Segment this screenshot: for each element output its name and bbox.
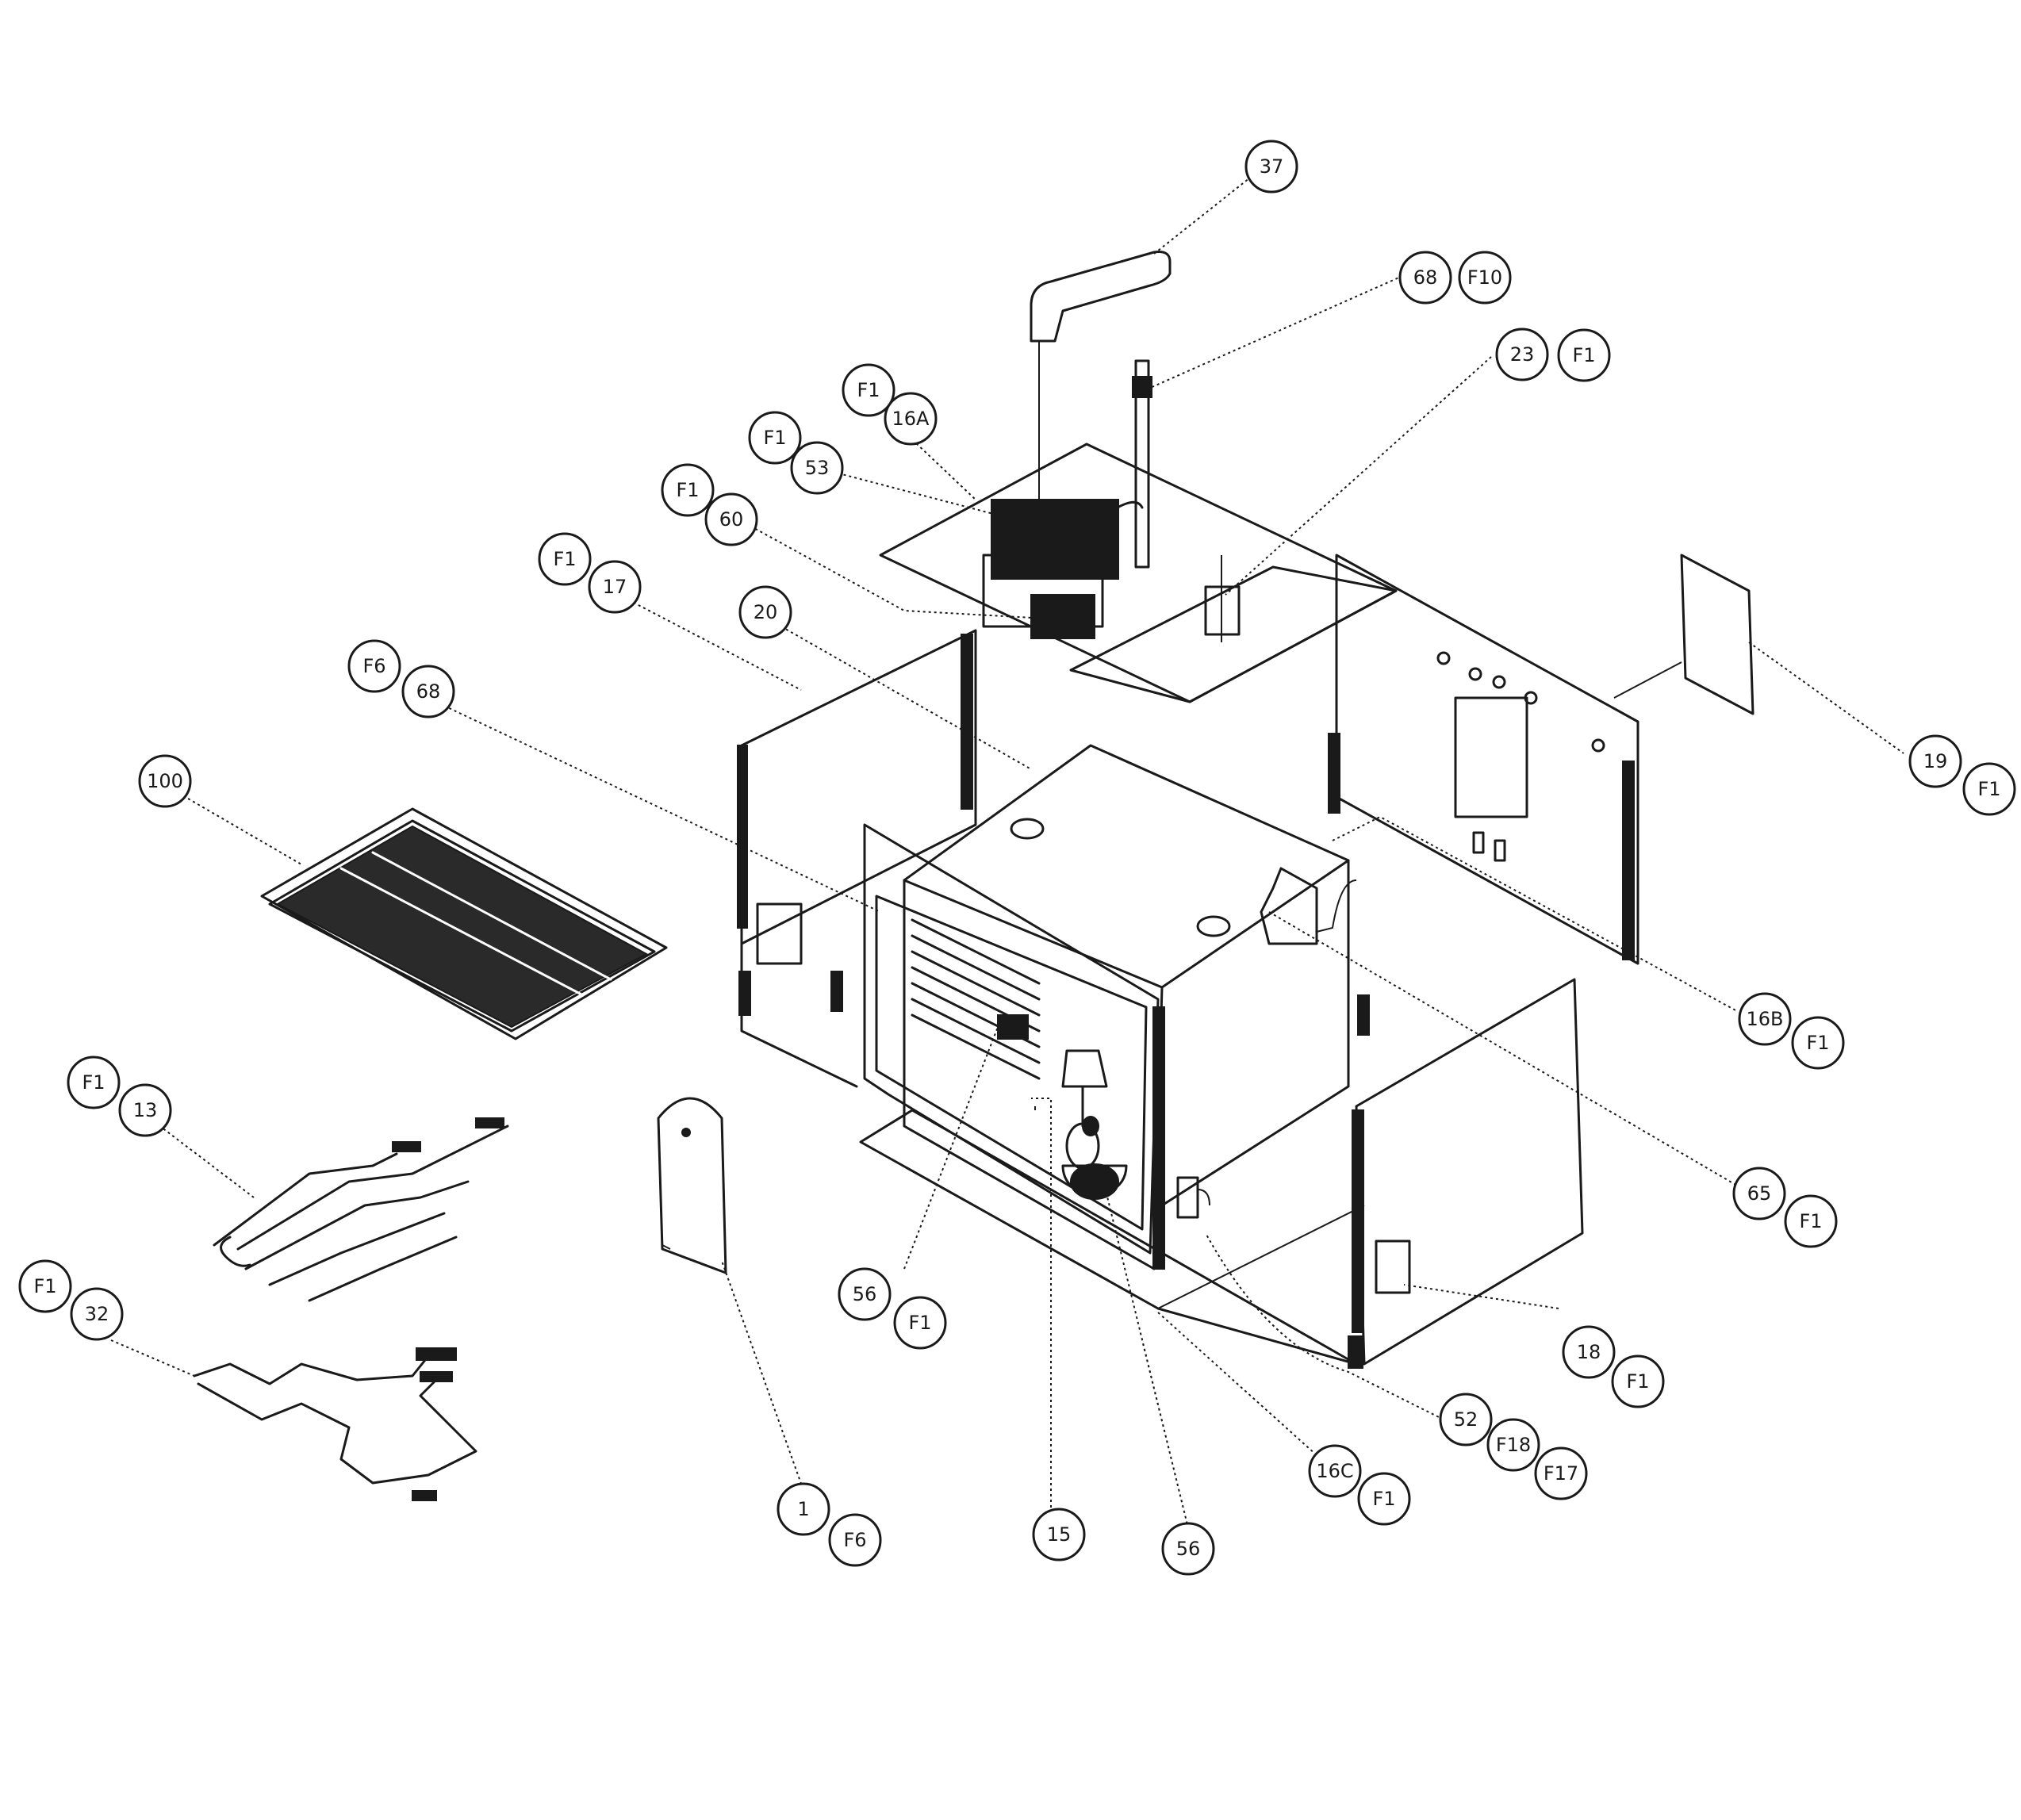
callout-label: 1 xyxy=(797,1498,809,1520)
callout-F1-65: F1 xyxy=(1784,1194,1838,1248)
callout-label: F17 xyxy=(1544,1462,1578,1485)
thermostat-bulb-rod-part xyxy=(1132,359,1152,569)
callout-19: 19 xyxy=(1908,734,1962,788)
callout-label: 19 xyxy=(1923,750,1948,772)
broil-element-part xyxy=(213,1117,509,1302)
callout-F1-18: F1 xyxy=(1611,1354,1665,1408)
callout-label: F1 xyxy=(1799,1210,1822,1232)
bake-element-part xyxy=(193,1347,477,1501)
right-side-panel-part xyxy=(1348,978,1584,1369)
callout-F1-16A: F1 xyxy=(842,363,895,417)
callout-F1-17: F1 xyxy=(538,532,592,586)
left-side-panel-part xyxy=(737,629,977,1088)
callout-label: F1 xyxy=(857,379,880,401)
callout-100: 100 xyxy=(138,754,192,808)
callout-16A: 16A xyxy=(884,392,938,446)
callout-label: F6 xyxy=(843,1529,866,1551)
callout-F1-19: F1 xyxy=(1962,762,2016,816)
callout-label: 17 xyxy=(603,576,627,598)
callout-F1-13: F1 xyxy=(67,1056,121,1109)
callout-label: F6 xyxy=(362,655,385,677)
callout-60: 60 xyxy=(704,492,758,546)
callout-18: 18 xyxy=(1562,1325,1616,1379)
callout-label: F1 xyxy=(1626,1370,1649,1393)
callout-label: 16B xyxy=(1746,1008,1783,1030)
rear-panel-part xyxy=(1328,554,1639,965)
callout-65: 65 xyxy=(1732,1167,1786,1220)
callout-label: F1 xyxy=(676,479,699,501)
callout-F1-56: F1 xyxy=(893,1296,947,1350)
callout-F1-23: F1 xyxy=(1557,328,1611,382)
callout-label: 18 xyxy=(1577,1341,1601,1363)
oven-rack-part xyxy=(260,807,668,1040)
callout-56-left: 56 xyxy=(838,1267,892,1321)
callout-15: 15 xyxy=(1032,1508,1086,1561)
callout-label: 13 xyxy=(133,1099,158,1121)
oven-lamp-part xyxy=(997,1014,1128,1200)
callout-53: 53 xyxy=(790,441,844,495)
callout-label: F1 xyxy=(553,548,576,570)
callout-1: 1 xyxy=(777,1482,830,1536)
callout-F1-60: F1 xyxy=(661,463,715,517)
callout-F6-1: F6 xyxy=(828,1513,882,1567)
callout-label: 37 xyxy=(1260,155,1284,178)
callout-label: 16C xyxy=(1316,1460,1353,1482)
callout-23: 23 xyxy=(1495,328,1549,381)
callout-label: 100 xyxy=(147,770,183,792)
callout-F1-32: F1 xyxy=(18,1259,72,1313)
callout-label: 52 xyxy=(1454,1408,1478,1431)
callout-label: 60 xyxy=(719,508,744,531)
callout-label: 68 xyxy=(416,680,441,703)
callout-56-bottom: 56 xyxy=(1161,1522,1215,1576)
callout-13: 13 xyxy=(118,1083,172,1137)
callout-label: F1 xyxy=(33,1275,56,1297)
callout-label: F1 xyxy=(1572,344,1595,366)
rear-cover-part xyxy=(1613,554,1754,715)
callout-label: 56 xyxy=(1176,1538,1201,1560)
leader-lines xyxy=(110,162,1904,1535)
callout-label: 56 xyxy=(853,1283,877,1305)
callout-F1-16C: F1 xyxy=(1357,1472,1411,1526)
callout-32: 32 xyxy=(70,1287,124,1341)
callout-label: 65 xyxy=(1747,1182,1772,1205)
bottom-panel-part xyxy=(859,1109,1365,1366)
oven-cavity-part xyxy=(830,744,1370,1270)
callout-label: 32 xyxy=(85,1303,109,1325)
callout-label: 53 xyxy=(805,457,830,479)
callout-16B: 16B xyxy=(1738,992,1792,1046)
callout-label: 20 xyxy=(754,601,778,623)
callout-label: F1 xyxy=(1372,1488,1395,1510)
callout-F18: F18 xyxy=(1486,1418,1540,1472)
callout-label: F1 xyxy=(82,1071,105,1094)
callout-20: 20 xyxy=(738,585,792,639)
callout-37: 37 xyxy=(1244,140,1298,193)
callout-F10: F10 xyxy=(1458,251,1512,305)
callout-label: F1 xyxy=(1806,1032,1829,1054)
callout-17: 17 xyxy=(588,560,642,614)
callout-label: F1 xyxy=(908,1312,931,1334)
light-shield-part xyxy=(657,1097,727,1274)
callout-label: 68 xyxy=(1413,266,1438,289)
callout-label: F10 xyxy=(1467,266,1502,289)
callout-F1-16B: F1 xyxy=(1791,1016,1845,1070)
callout-label: F1 xyxy=(763,427,786,449)
callout-52: 52 xyxy=(1439,1393,1493,1446)
callout-F1-53: F1 xyxy=(748,411,802,465)
callout-F17: F17 xyxy=(1534,1446,1588,1500)
callout-label: F1 xyxy=(1977,778,2000,800)
callout-68-top: 68 xyxy=(1398,251,1452,305)
door-switch-part xyxy=(1176,1176,1210,1219)
callout-label: F18 xyxy=(1496,1434,1531,1456)
callout-16C: 16C xyxy=(1308,1444,1362,1498)
callout-F6-68: F6 xyxy=(347,639,401,693)
callout-label: 15 xyxy=(1047,1523,1072,1546)
callout-68-bottom: 68 xyxy=(401,665,455,718)
top-control-plate-part xyxy=(879,443,1398,703)
callout-label: 16A xyxy=(892,408,930,430)
callout-label: 23 xyxy=(1510,343,1535,366)
